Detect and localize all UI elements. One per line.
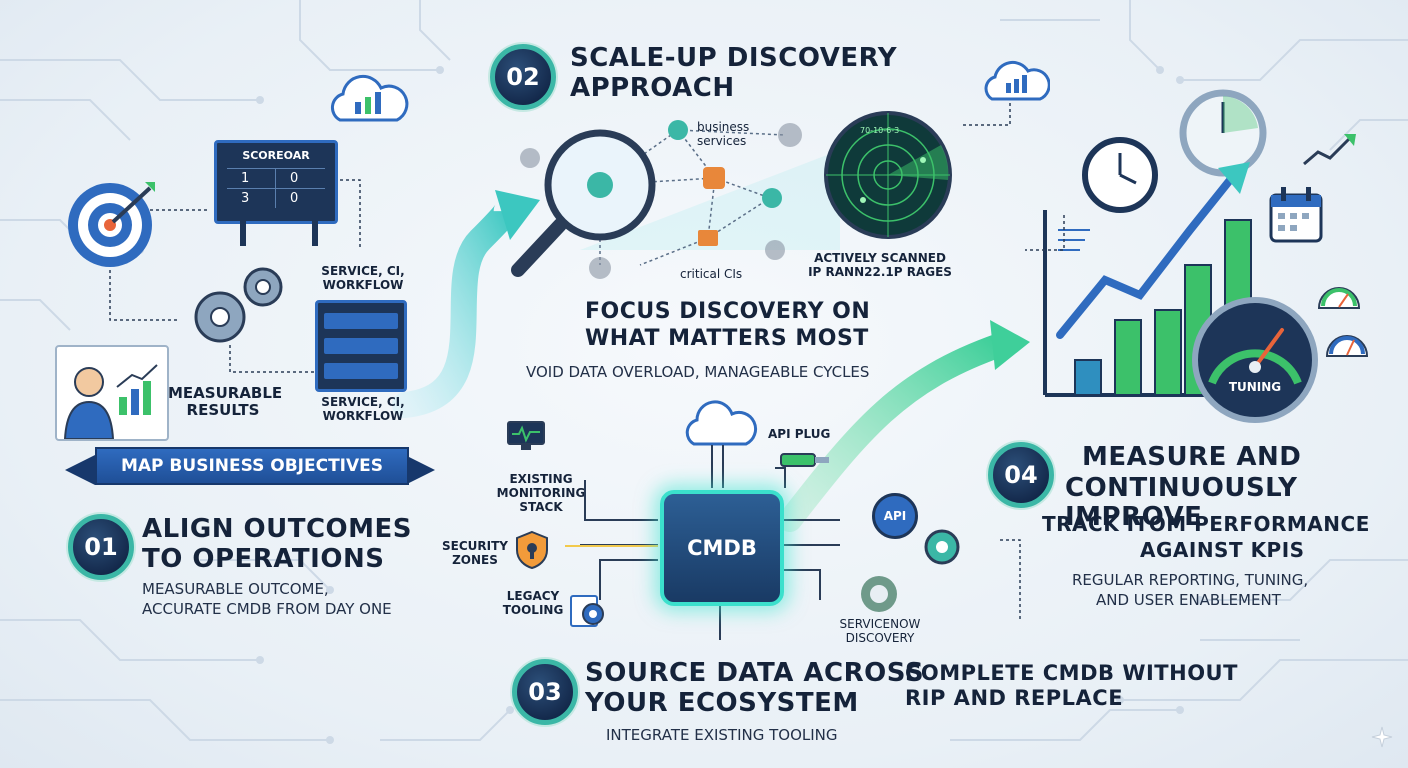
map-business-objectives-ribbon: MAP BUSINESS OBJECTIVES	[95, 447, 409, 485]
step-02-focus-line1: FOCUS DISCOVERY ON	[585, 299, 871, 324]
radar-icon	[824, 111, 952, 239]
step-04-sub-line1: REGULAR REPORTING, TUNING,	[1072, 571, 1309, 589]
monitor-icon	[507, 421, 545, 450]
step-04-sub-line2: AND USER ENABLEMENT	[1096, 591, 1281, 609]
integration-gear-icon	[924, 529, 960, 565]
trend-line-icon	[1303, 134, 1356, 166]
step-01-sub-line2: ACCURATE CMDB FROM DAY ONE	[142, 600, 392, 618]
step-03-heading-line1: SOURCE DATA ACROSS	[585, 658, 925, 688]
step-03-sub: INTEGRATE EXISTING TOOLING	[606, 726, 838, 744]
legacy-gear-icon	[570, 595, 604, 627]
scoreboard-cell: 3	[227, 188, 276, 208]
step-01-heading-line2: TO OPERATIONS	[142, 544, 385, 574]
step-03-side-line1: COMPLETE CMDB WITHOUT	[905, 661, 1238, 685]
gears-icon	[194, 267, 283, 343]
tuning-label: TUNING	[1228, 380, 1282, 394]
measurable-results-label: MEASURABLE RESULTS	[168, 384, 283, 420]
security-zones-label: SECURITY ZONES	[442, 539, 508, 567]
step-04-track-line2: AGAINST KPIs	[1140, 538, 1305, 562]
cloud-icon	[685, 400, 758, 446]
scoreboard-cell: 1	[227, 169, 276, 188]
step-02-badge: 02	[490, 44, 556, 110]
scoreboard-cell: 0	[276, 188, 325, 208]
ribbon-tail-left	[65, 455, 95, 485]
critical-cis-label: critical CIs	[680, 267, 743, 281]
service-label-top: SERVICE, CI, WORKFLOW	[321, 264, 405, 292]
cmdb-core: CMDB	[660, 490, 784, 606]
legacy-tooling-label: LEGACY TOOLING	[502, 589, 564, 617]
step-01-badge: 01	[68, 514, 134, 580]
step-04-heading-line1: MEASURE AND	[1082, 442, 1302, 472]
step-01-sub-line1: MEASURABLE OUTCOME,	[142, 580, 329, 598]
user-kpi-card	[55, 345, 169, 441]
step-02-sub: VOID DATA OVERLOAD, MANAGEABLE CYCLES	[526, 363, 870, 381]
small-gauge-icon-bottom	[1325, 335, 1369, 357]
step-02-heading-line1: SCALE-UP DISCOVERY	[570, 43, 898, 73]
step-03-side-line2: RIP AND REPLACE	[905, 686, 1124, 710]
small-gauge-icon-top	[1317, 287, 1361, 309]
api-label: API	[883, 509, 907, 523]
service-label-bottom: SERVICE, CI, WORKFLOW	[321, 395, 405, 423]
step-04-badge: 04	[988, 442, 1054, 508]
step-02-heading-line2: APPROACH	[570, 73, 735, 103]
ribbon-tail-right	[405, 455, 435, 485]
business-services-label: business services	[697, 120, 750, 148]
security-shield-icon	[516, 530, 548, 570]
calendar-icon	[1269, 187, 1323, 243]
api-plug-label: API PLUG	[768, 427, 831, 441]
servicenow-icon	[861, 576, 897, 612]
scoreboard-title: SCOREOAR	[242, 149, 310, 162]
target-icon	[68, 182, 155, 267]
step-02-focus-line2: WHAT MATTERS MOST	[585, 326, 869, 351]
step-03-heading-line2: YOUR ECOSYSTEM	[585, 688, 859, 718]
scoreboard-cell: 0	[290, 171, 299, 186]
step-01-heading-line1: ALIGN OUTCOMES	[142, 514, 413, 544]
api-plug-icon	[780, 453, 829, 467]
radar-label-line1: ACTIVELY SCANNED	[814, 251, 946, 265]
radar-readout: 70-10-6-3	[860, 126, 900, 135]
cloud-chart-icon-right	[984, 61, 1050, 101]
scoreboard-legs	[240, 218, 318, 246]
radar-label-line2: IP RANN22.1P RAGES	[808, 265, 952, 279]
cmdb-connectors	[565, 445, 840, 640]
monitoring-stack-label: EXISTING MONITORING STACK	[496, 472, 586, 514]
user-kpi-icon	[63, 364, 158, 440]
step-03-badge: 03	[512, 659, 578, 725]
step-04-track-line1: TRACK ITOM PERFORMANCE	[1042, 512, 1370, 536]
discovery-network-icon	[511, 120, 802, 279]
cloud-chart-icon	[330, 74, 409, 122]
sparkle-icon	[1371, 726, 1393, 748]
api-badge: API	[872, 493, 918, 539]
step-04-heading-line2: CONTINUOUSLY IMPROVE	[1065, 473, 1298, 532]
scoreboard: SCOREOAR 1 0 3 0	[214, 140, 338, 224]
server-rack-icon	[315, 300, 407, 392]
tuning-gauge-icon	[1192, 297, 1318, 423]
servicenow-label: SERVICENOW DISCOVERY	[839, 617, 921, 645]
clock-icon	[1082, 137, 1158, 213]
